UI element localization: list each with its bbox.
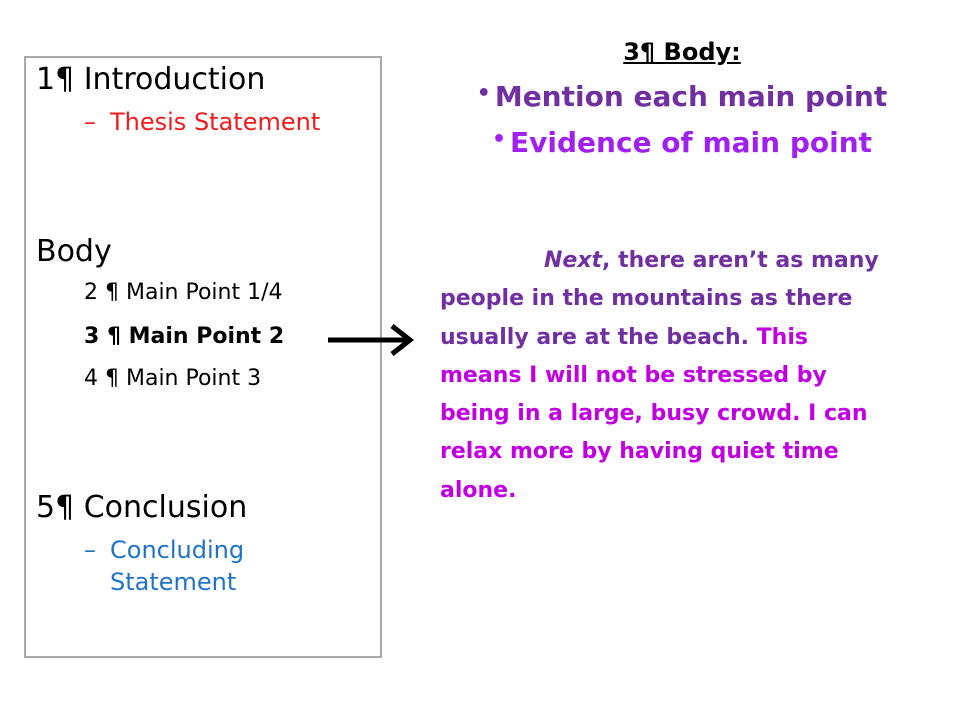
paragraph-line: being in a large, busy crowd. I can xyxy=(440,401,868,427)
outline-introduction: 1¶ Introduction xyxy=(36,62,266,97)
outline-main-point-3: 4 ¶ Main Point 3 xyxy=(84,366,262,391)
paragraph-transition-word: Next xyxy=(544,248,603,273)
outline-concluding-line1: Concluding xyxy=(110,536,245,564)
outline-main-point-2: 3 ¶ Main Point 2 xyxy=(84,324,285,349)
outline-concluding-line2: Statement xyxy=(110,568,237,596)
outline-dash: – xyxy=(84,108,96,136)
bullet-icon: • xyxy=(476,81,491,106)
body-paragraph-title: 3¶ Body: xyxy=(623,38,741,66)
bullet-evidence-main-point: •Evidence of main point xyxy=(432,126,932,159)
paragraph-line: Next, there aren’t as many xyxy=(544,248,879,273)
bullet-icon: • xyxy=(491,127,507,152)
outline-conclusion: 5¶ Conclusion xyxy=(36,490,248,525)
paragraph-line: people in the mountains as there xyxy=(440,286,853,312)
outline-body-heading: Body xyxy=(36,234,112,269)
paragraph-line: usually are at the beach. This xyxy=(440,324,808,350)
paragraph-line: alone. xyxy=(440,477,517,503)
bullet-mention-main-point: •Mention each main point xyxy=(432,80,932,113)
outline-dash: – xyxy=(84,536,96,564)
paragraph-line: relax more by having quiet time xyxy=(440,439,839,465)
bullet-evidence-main-point-text: Evidence of main point xyxy=(510,126,873,159)
essay-outline-box: 1¶ Introduction – Thesis Statement Body … xyxy=(24,56,382,658)
paragraph-line: means I will not be stressed by xyxy=(440,362,827,388)
outline-thesis-label: Thesis Statement xyxy=(110,108,321,136)
arrow-right-icon xyxy=(328,324,415,356)
example-paragraph: Next, there aren’t as many people in the… xyxy=(440,242,910,510)
outline-main-point-1: 2 ¶ Main Point 1/4 xyxy=(84,280,283,305)
bullet-mention-main-point-text: Mention each main point xyxy=(494,80,888,113)
